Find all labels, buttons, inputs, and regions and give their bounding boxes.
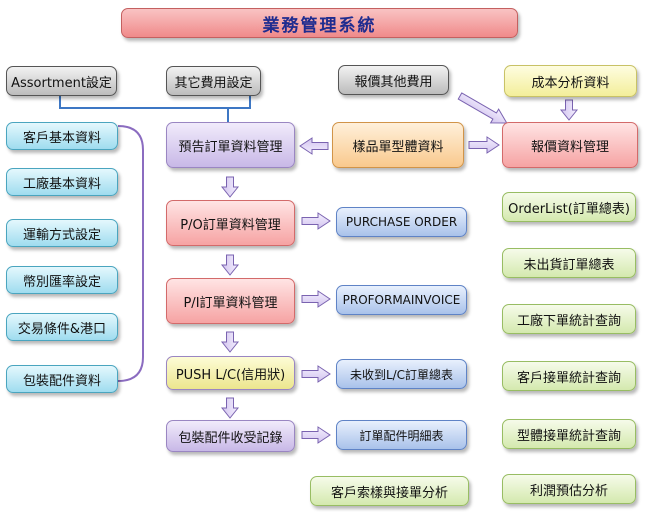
node-order-parts-detail[interactable]: 訂單配件明細表 [336, 420, 467, 450]
node-purchase-order[interactable]: PURCHASE ORDER [336, 207, 467, 237]
arrow-pi-to-push [220, 331, 240, 353]
node-forecast-order[interactable]: 預告訂單資料管理 [166, 122, 295, 168]
node-trade-terms[interactable]: 交易條件&港口 [6, 313, 118, 341]
node-customer-sample-analysis[interactable]: 客戶索樣與接單分析 [310, 476, 469, 506]
node-proforma-invoice[interactable]: PROFORMAINVOICE [336, 285, 467, 315]
node-assortment-settings[interactable]: Assortment設定 [6, 66, 117, 96]
arrow-packaging-to-parts-detail [301, 426, 331, 444]
node-sample-form[interactable]: 樣品單型體資料 [332, 122, 464, 168]
arrow-quote-fees-to-quote-mgmt [457, 92, 508, 124]
node-unshipped-orders[interactable]: 未出貨訂單總表 [502, 248, 636, 278]
arrow-sample-to-forecast [299, 137, 329, 155]
node-packaging-receipt[interactable]: 包裝配件收受記錄 [166, 420, 295, 452]
arrow-sample-to-quote [468, 136, 500, 154]
arrow-forecast-to-po [220, 176, 240, 198]
node-factory-order-stats[interactable]: 工廠下單統計查詢 [502, 304, 636, 334]
bracket-left-column [117, 125, 144, 382]
node-factory-basic[interactable]: 工廠基本資料 [6, 168, 118, 196]
node-packaging-parts[interactable]: 包裝配件資料 [6, 365, 118, 393]
node-currency-rate[interactable]: 幣別匯率設定 [6, 266, 118, 294]
arrow-po-to-purchase-order [301, 212, 331, 230]
node-profit-estimate[interactable]: 利潤預估分析 [502, 474, 636, 504]
arrow-push-to-lc-summary [301, 365, 331, 383]
node-quote-management[interactable]: 報價資料管理 [502, 122, 638, 168]
node-customer-order-stats[interactable]: 客戶接單統計查詢 [502, 361, 636, 391]
node-pi-order[interactable]: P/I訂單資料管理 [166, 278, 295, 324]
connector-top-settings [59, 96, 251, 122]
node-order-list[interactable]: OrderList(訂單總表) [502, 192, 636, 222]
node-style-order-stats[interactable]: 型體接單統計查詢 [502, 419, 636, 449]
node-other-fees-settings[interactable]: 其它費用設定 [166, 66, 261, 96]
node-cost-analysis[interactable]: 成本分析資料 [504, 65, 637, 97]
node-shipping-method[interactable]: 運輸方式設定 [6, 219, 118, 247]
arrow-po-to-pi [220, 254, 240, 276]
node-push-lc[interactable]: PUSH L/C(信用狀) [166, 356, 295, 390]
node-po-order[interactable]: P/O訂單資料管理 [166, 200, 295, 246]
arrow-pi-to-proforma [301, 290, 331, 308]
node-quote-other-fees[interactable]: 報價其他費用 [338, 65, 449, 95]
node-lc-pending-summary[interactable]: 未收到L/C訂單總表 [336, 359, 467, 389]
arrow-cost-to-quote-mgmt [559, 99, 579, 121]
node-customer-basic[interactable]: 客戶基本資料 [6, 122, 118, 150]
arrow-push-to-packaging [220, 397, 240, 419]
diagram-title: 業務管理系統 [121, 8, 518, 38]
